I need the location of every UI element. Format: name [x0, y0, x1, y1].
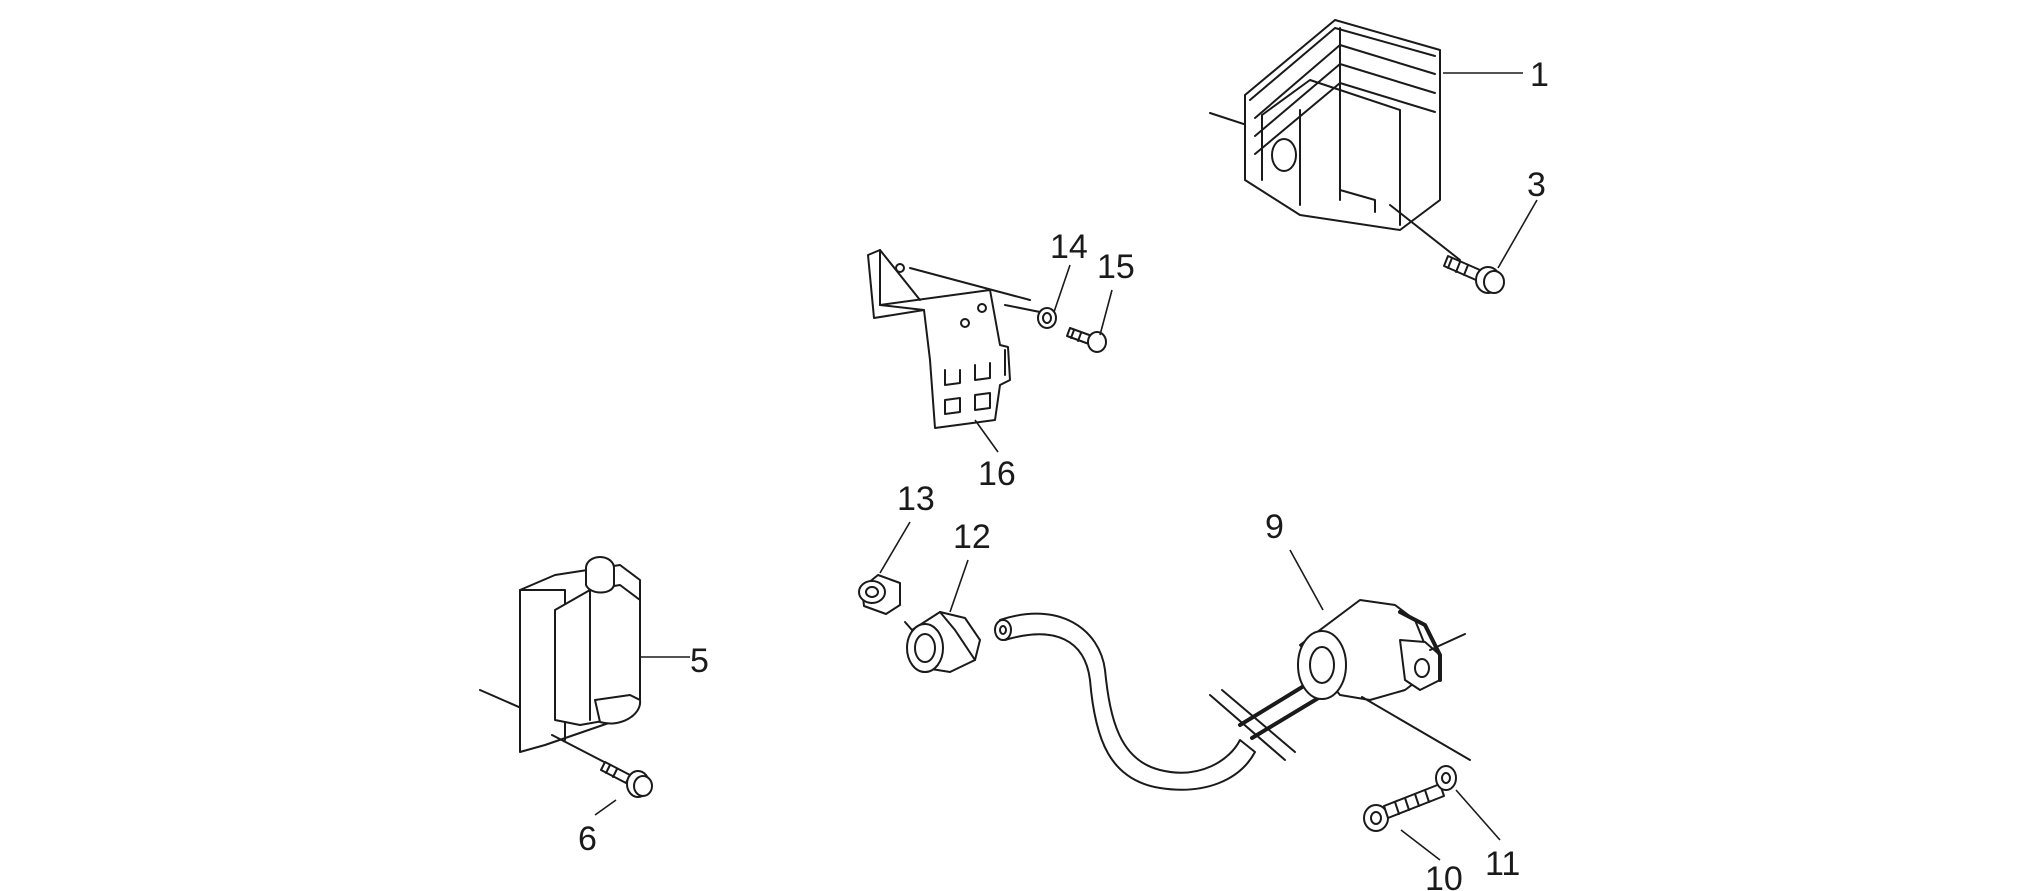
- ht-cable: [994, 612, 1256, 791]
- callout-15: 15: [1097, 248, 1135, 286]
- spark-plug-cap: [1209, 599, 1471, 761]
- callout-16: 16: [978, 455, 1016, 493]
- callout-6: 6: [578, 820, 597, 858]
- callout-14: 14: [1050, 228, 1088, 266]
- callout-9: 9: [1265, 508, 1284, 546]
- cap-bolt: [1363, 783, 1445, 832]
- ignition-coil: [479, 556, 642, 753]
- coil-bolt: [551, 734, 653, 798]
- leader-lines: [594, 72, 1538, 861]
- bracket-bolt: [1066, 327, 1107, 353]
- regulator-bolt: [1389, 204, 1505, 294]
- callout-5: 5: [690, 642, 709, 680]
- callout-3: 3: [1527, 166, 1546, 204]
- callout-12: 12: [953, 518, 991, 556]
- cap-washer: [1435, 765, 1457, 791]
- callout-11: 11: [1485, 845, 1520, 883]
- mounting-bracket: [867, 249, 1031, 429]
- regulator-rectifier: [1209, 19, 1441, 231]
- plug-boot: [904, 611, 981, 673]
- bracket-washer: [1004, 304, 1057, 329]
- callout-13: 13: [897, 480, 935, 518]
- callout-1: 1: [1530, 56, 1549, 94]
- callout-10: 10: [1425, 860, 1463, 891]
- plug-sleeve: [858, 574, 901, 615]
